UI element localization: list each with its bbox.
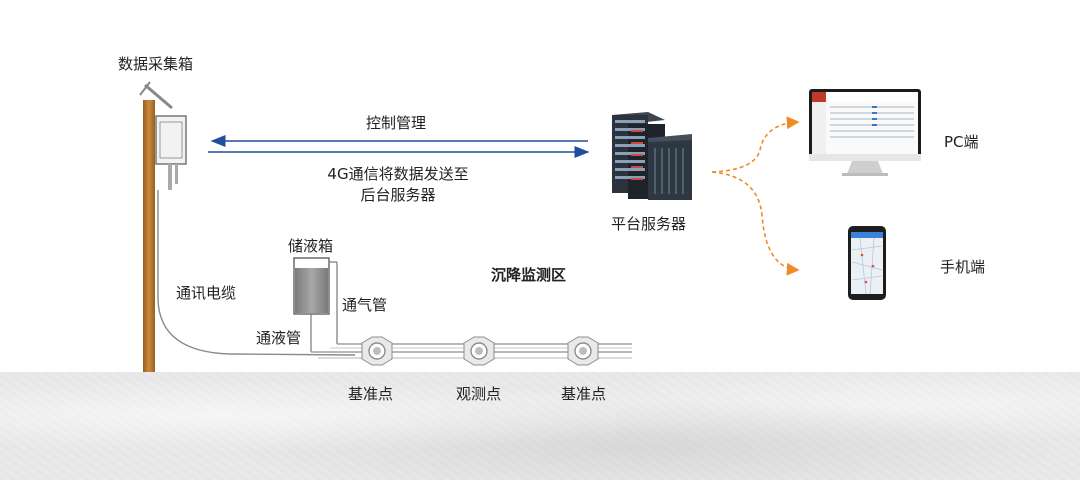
send-label-line1: 4G通信将数据发送至 bbox=[327, 165, 469, 183]
ground-texture bbox=[0, 372, 1080, 480]
control-label: 控制管理 bbox=[366, 114, 427, 132]
point-label-3: 基准点 bbox=[561, 385, 607, 403]
server-rack-icon bbox=[612, 112, 692, 200]
collector-box-icon bbox=[155, 115, 187, 190]
communication-cable bbox=[157, 190, 356, 356]
reference-point-icon-2 bbox=[567, 336, 599, 366]
send-label-line2: 后台服务器 bbox=[360, 186, 436, 204]
utility-pole bbox=[139, 81, 173, 372]
server-to-mobile-link bbox=[711, 171, 800, 276]
pc-monitor-icon bbox=[809, 89, 921, 176]
mobile-label: 手机端 bbox=[940, 258, 986, 276]
settlement-zone-label: 沉降监测区 bbox=[491, 266, 567, 284]
server-label: 平台服务器 bbox=[611, 215, 687, 233]
liquid-pipe-label: 通液管 bbox=[256, 329, 302, 347]
pc-label: PC端 bbox=[944, 133, 979, 151]
mobile-phone-icon bbox=[848, 226, 886, 300]
point-label-2: 观测点 bbox=[456, 385, 502, 403]
liquid-tank-label: 储液箱 bbox=[288, 237, 334, 255]
point-label-1: 基准点 bbox=[348, 385, 394, 403]
cable-label: 通讯电缆 bbox=[176, 284, 237, 302]
reference-point-icon-1 bbox=[361, 336, 393, 366]
server-to-pc-link bbox=[711, 116, 800, 173]
collector-box-label: 数据采集箱 bbox=[118, 55, 194, 73]
observation-point-icon bbox=[463, 336, 495, 366]
vent-pipe-label: 通气管 bbox=[342, 296, 388, 314]
liquid-tank-icon bbox=[293, 257, 338, 352]
